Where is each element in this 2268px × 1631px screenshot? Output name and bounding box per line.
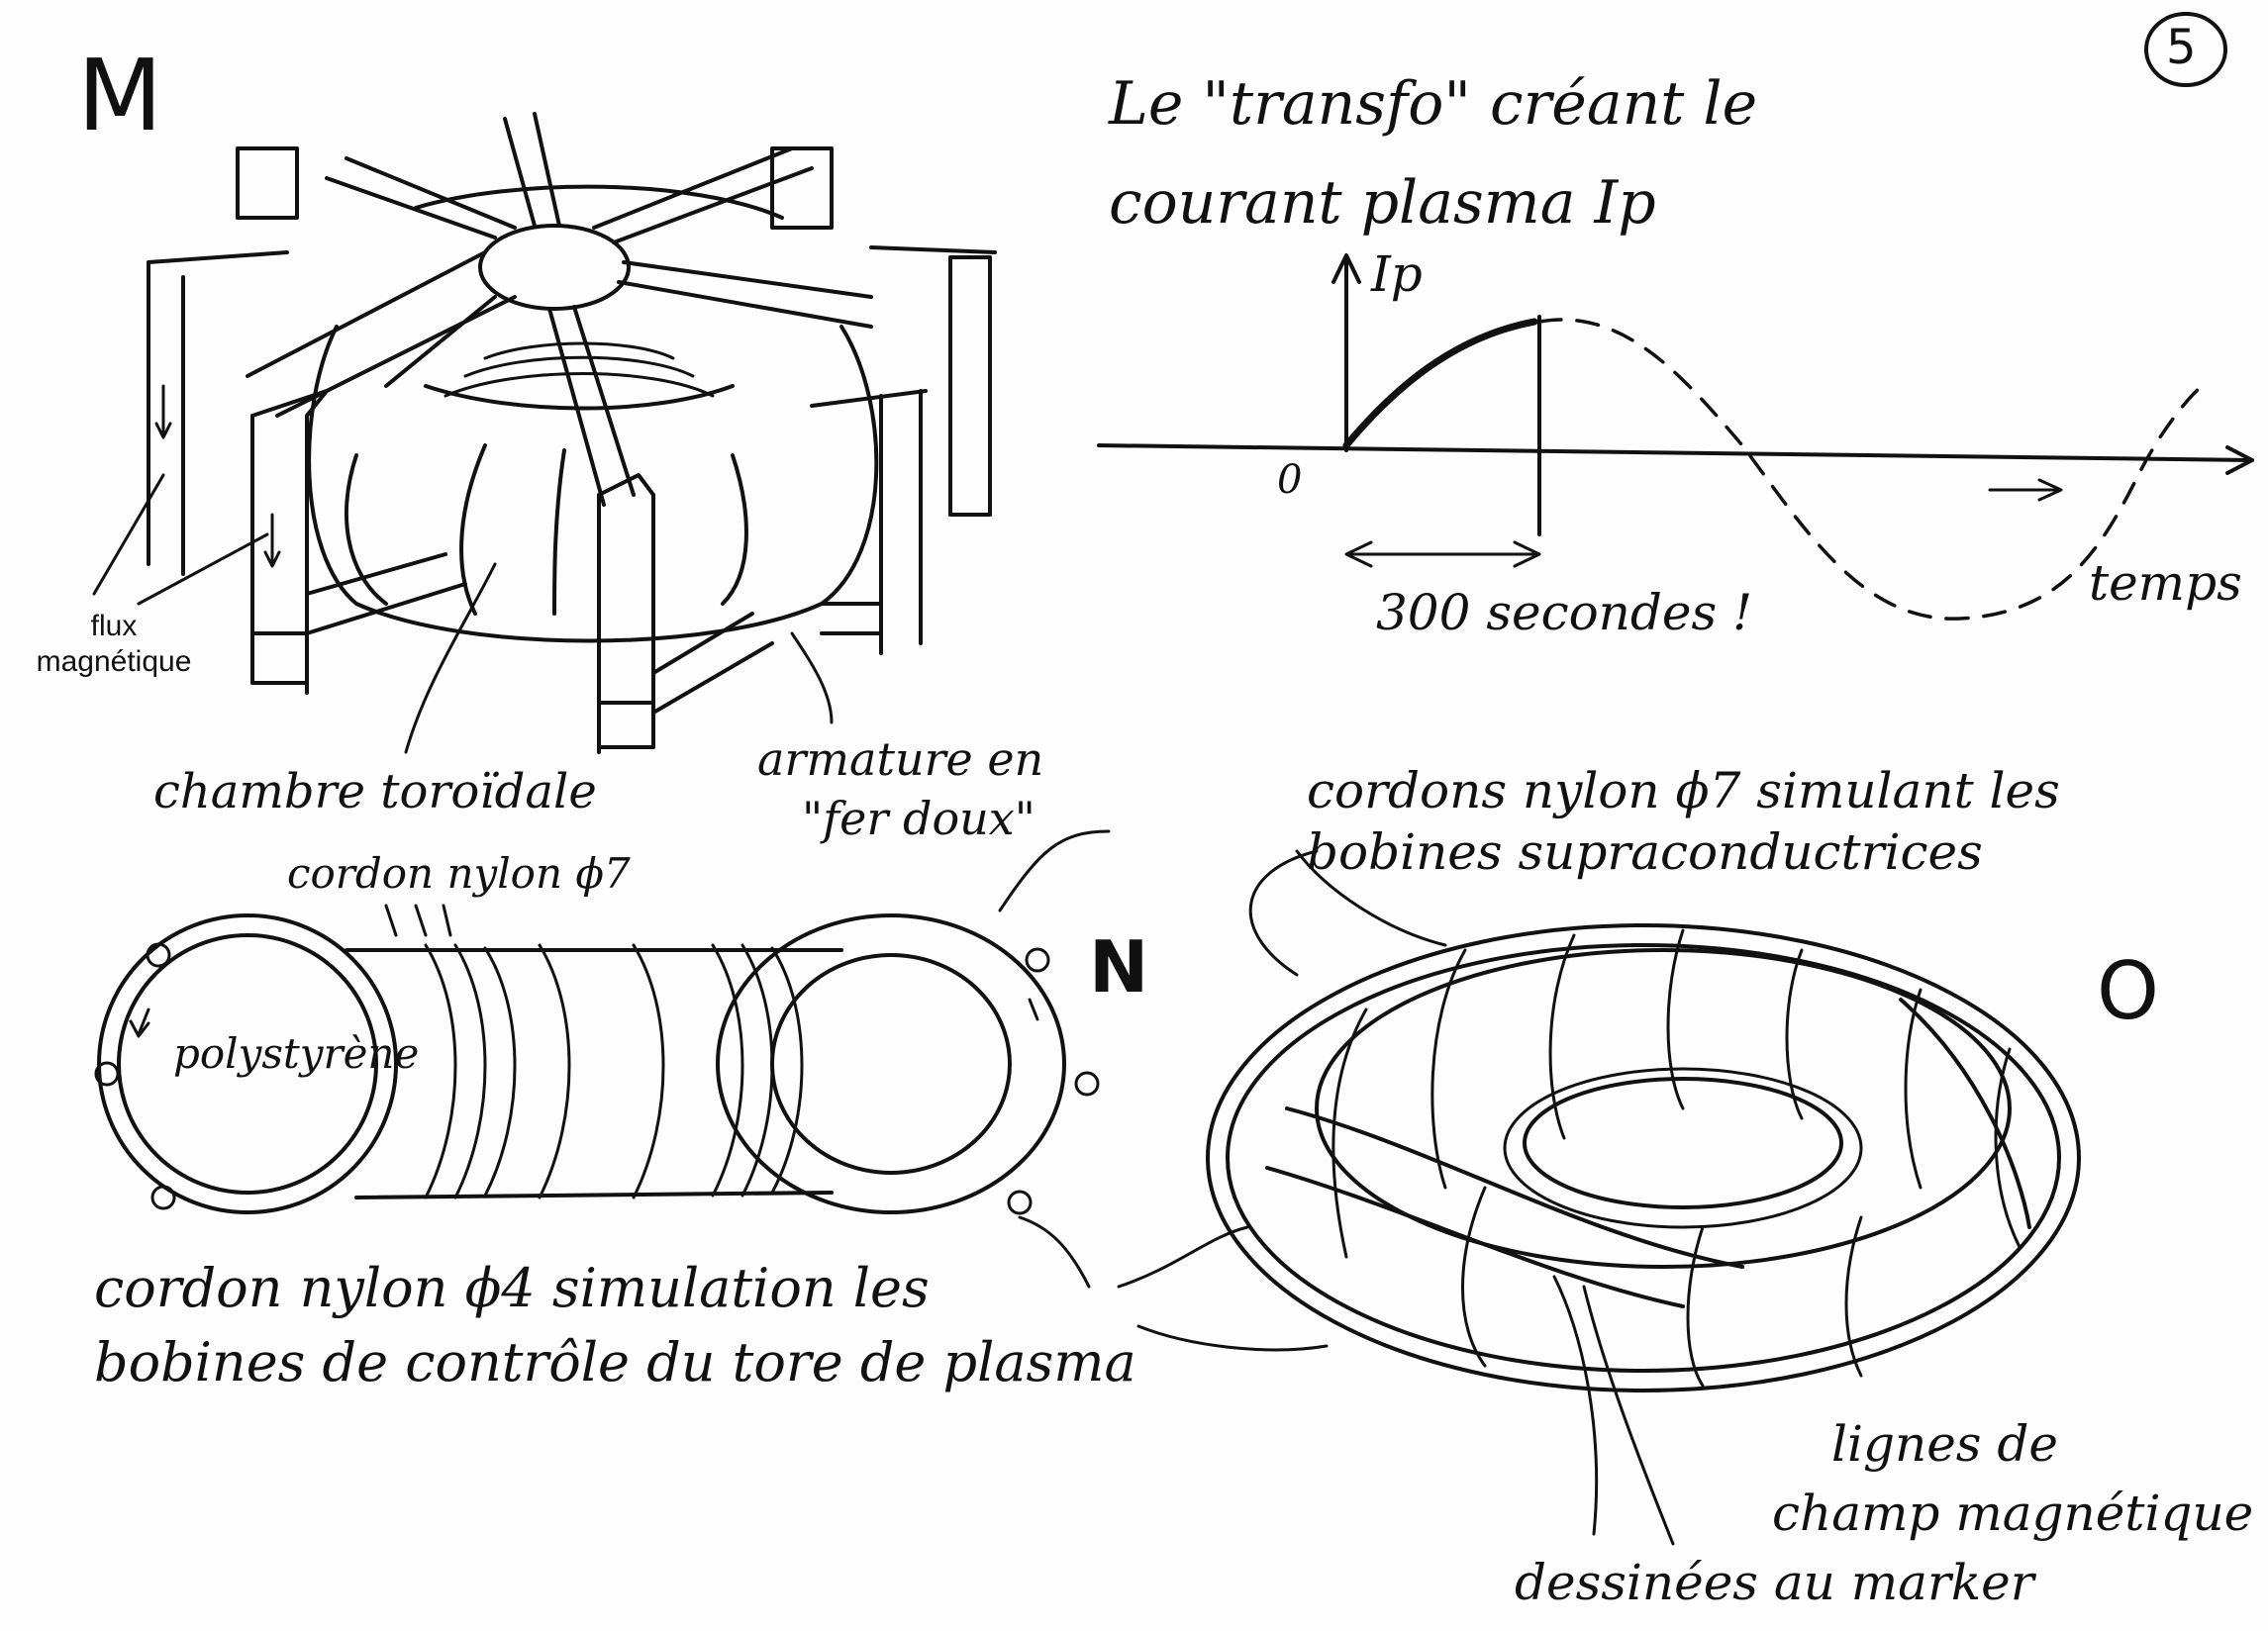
graph-title-line1: Le "transfo" créant le [1109,69,1758,139]
figure-label-n: N [1089,925,1149,1008]
polystyrene-label: polystyrène [173,1029,420,1078]
transformer-frame-diagram [92,112,997,754]
current-ramp-curve [1342,318,1538,449]
torus-coils-diagram [1117,849,2081,1546]
chambre-label: chambre toroïdale [153,764,597,819]
graph-y-axis-label: Ip [1371,245,1423,303]
graph-title-line2: courant plasma Ip [1109,168,1656,238]
cordons7-label-line1: cordons nylon ϕ7 simulant les [1307,762,2060,819]
page-number: 5 [2166,20,2197,75]
cordon4-label-line2: bobines de contrôle du tore de plasma [94,1331,1136,1393]
graph-duration-label: 300 secondes ! [1376,584,1753,641]
cordon7-label: cordon nylon ϕ7 [287,849,631,898]
lignes-label-line2: champ magnétique [1772,1485,2254,1542]
cordons7-label-line2: bobines supraconductrices [1307,823,1983,881]
dessinees-label: dessinées au marker [1515,1554,2034,1611]
figure-label-m: M [77,38,163,153]
armature-label-line1: armature en [757,732,1044,786]
projected-current-dashed [1537,318,2210,621]
graph-origin-label: 0 [1277,457,1303,503]
page-number-circle [2144,12,2227,87]
lignes-label-line1: lignes de [1831,1415,2058,1473]
plasma-current-graph [1097,253,2254,621]
armature-label-line2: "fer doux" [802,792,1035,845]
polystyrene-rod-diagram [94,829,1111,1289]
flux-label: flux magnétique [10,609,218,680]
graph-x-axis-label: temps [2089,554,2242,612]
flux-label-line2: magnétique [36,645,192,678]
figure-label-o: O [2097,945,2159,1037]
graph-x-axis [1097,443,2254,462]
cordon4-label-line1: cordon nylon ϕ4 simulation les [94,1257,930,1319]
flux-label-line1: flux [90,610,138,642]
